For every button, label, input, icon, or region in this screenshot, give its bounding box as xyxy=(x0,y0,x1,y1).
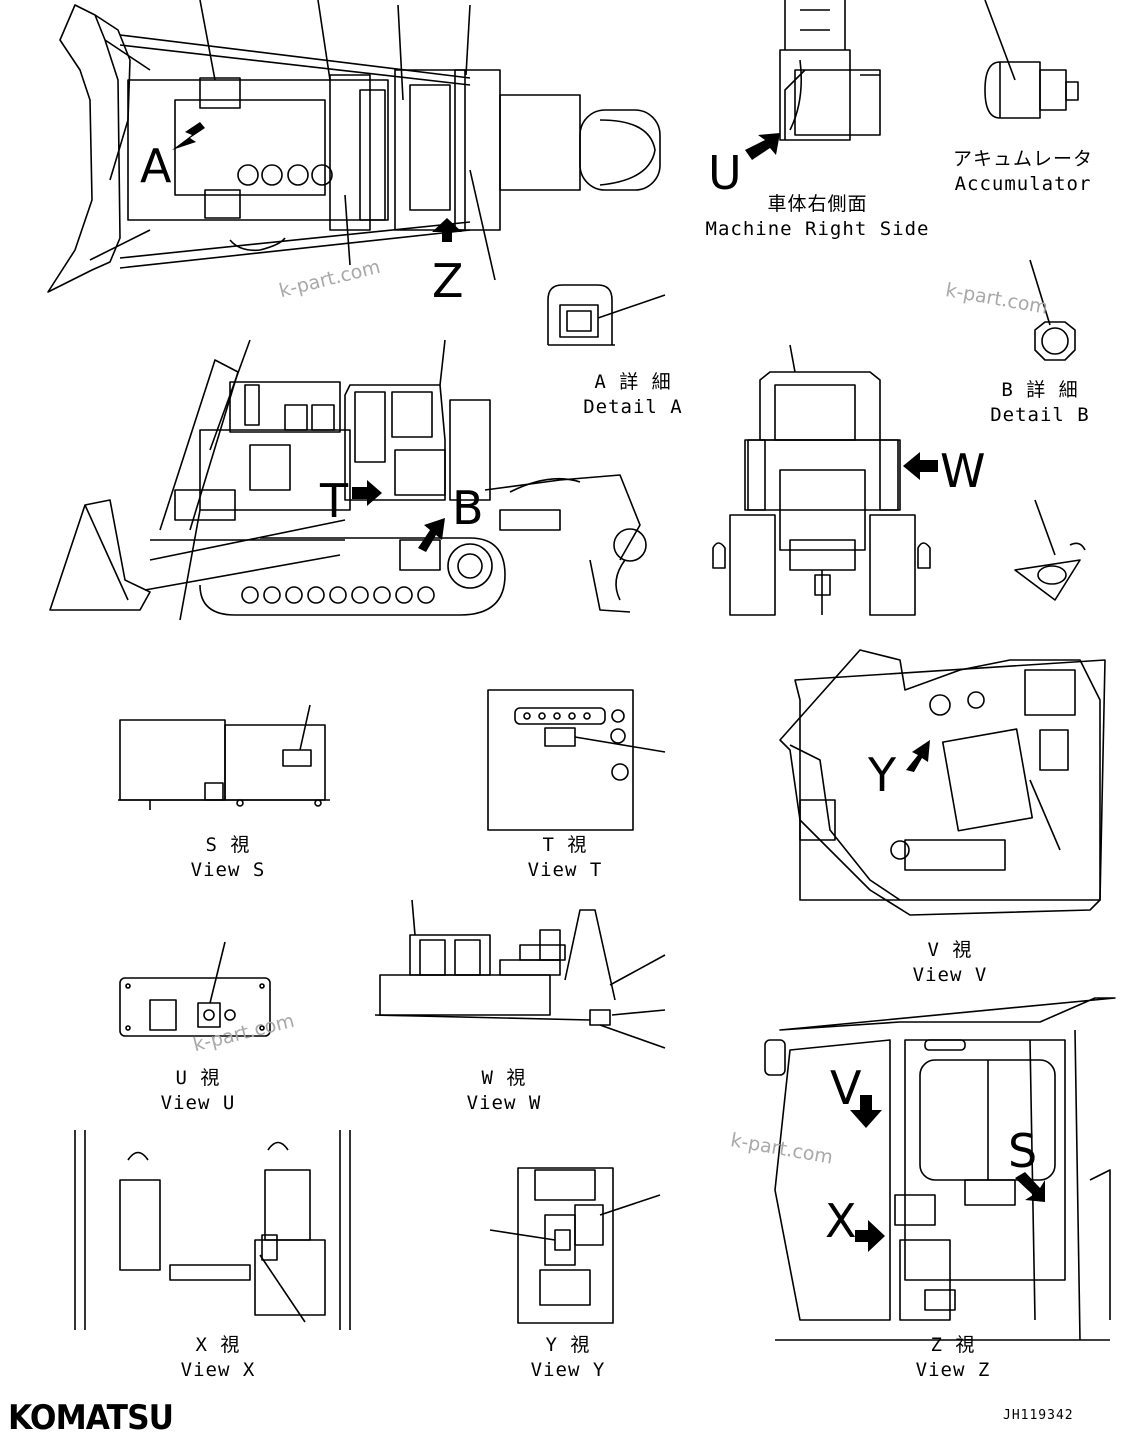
caption-en: Accumulator xyxy=(954,173,1092,195)
arrow-u xyxy=(745,133,780,160)
caption-jp: V 視 xyxy=(927,939,973,961)
caption-view-t: T 視 View T xyxy=(505,833,625,883)
arrow-y xyxy=(906,740,930,772)
view-w-drawing xyxy=(374,899,666,1049)
arrow-b xyxy=(418,518,445,552)
caption-jp: A 詳 細 xyxy=(594,371,672,393)
arrow-v xyxy=(850,1095,882,1128)
warning-decal-drawing xyxy=(1014,499,1086,601)
caption-detail-b: B 詳 細 Detail B xyxy=(980,378,1100,428)
arrow-w xyxy=(903,452,938,480)
marker-x: X xyxy=(825,1194,857,1248)
caption-en: View S xyxy=(190,859,266,881)
arrow-z xyxy=(432,218,462,242)
caption-jp: W 視 xyxy=(481,1067,527,1089)
top-plan-view xyxy=(47,0,661,293)
caption-view-w: W 視 View W xyxy=(444,1066,564,1116)
caption-view-x: X 視 View X xyxy=(158,1333,278,1383)
komatsu-logo: KOMATSU xyxy=(8,1398,174,1438)
arrow-t xyxy=(352,480,382,506)
detail-b-drawing xyxy=(1029,259,1076,361)
caption-machine-right-side: 車体右側面 Machine Right Side xyxy=(700,192,935,242)
view-t-drawing xyxy=(487,689,666,831)
view-s-drawing xyxy=(118,704,330,810)
view-x-drawing xyxy=(74,1130,351,1330)
caption-en: View V xyxy=(912,964,988,986)
caption-en: Detail B xyxy=(990,404,1090,426)
caption-jp: B 詳 細 xyxy=(1001,379,1079,401)
caption-view-v: V 視 View V xyxy=(890,938,1010,988)
detail-a-drawing xyxy=(547,284,666,346)
caption-jp: アキュムレータ xyxy=(952,148,1093,170)
marker-w: W xyxy=(940,444,986,498)
caption-en: View W xyxy=(466,1092,542,1114)
caption-en: View U xyxy=(160,1092,236,1114)
side-view-dozer xyxy=(49,339,647,621)
caption-view-u: U 視 View U xyxy=(138,1066,258,1116)
caption-detail-a: A 詳 細 Detail A xyxy=(573,370,693,420)
accumulator-drawing xyxy=(984,0,1079,119)
view-v-drawing xyxy=(779,649,1106,916)
marker-b: B xyxy=(452,481,484,535)
marker-t: T xyxy=(320,474,349,528)
view-u-drawing xyxy=(119,941,271,1037)
caption-view-s: S 視 View S xyxy=(168,833,288,883)
arrow-s xyxy=(1015,1172,1045,1202)
caption-en: View Z xyxy=(915,1359,991,1381)
caption-view-y: Y 視 View Y xyxy=(508,1333,628,1383)
marker-y: Y xyxy=(868,748,897,802)
caption-jp: X 視 xyxy=(195,1334,241,1356)
arrow-x xyxy=(855,1220,885,1252)
rear-view-dozer xyxy=(712,344,931,616)
caption-accumulator: アキュムレータ Accumulator xyxy=(948,147,1098,197)
drawing-code: JH119342 xyxy=(1003,1408,1074,1423)
view-y-drawing xyxy=(489,1167,661,1324)
caption-en: View T xyxy=(527,859,603,881)
caption-jp: U 視 xyxy=(175,1067,221,1089)
marker-z: Z xyxy=(432,254,464,308)
caption-en: Machine Right Side xyxy=(705,218,930,240)
arrow-a xyxy=(172,122,205,150)
caption-en: View Y xyxy=(530,1359,606,1381)
caption-jp: 車体右側面 xyxy=(767,193,868,215)
marker-u: U xyxy=(708,146,742,200)
caption-jp: T 視 xyxy=(542,834,588,856)
caption-en: Detail A xyxy=(583,396,683,418)
caption-jp: Y 視 xyxy=(545,1334,591,1356)
caption-view-z: Z 視 View Z xyxy=(893,1333,1013,1383)
caption-jp: S 視 xyxy=(205,834,251,856)
marker-a: A xyxy=(140,139,172,193)
marker-s: S xyxy=(1008,1124,1038,1178)
caption-en: View X xyxy=(180,1359,256,1381)
view-z-drawing xyxy=(764,997,1116,1341)
marker-v: V xyxy=(830,1061,862,1115)
caption-jp: Z 視 xyxy=(930,1334,976,1356)
machine-right-side-partial xyxy=(779,0,881,141)
